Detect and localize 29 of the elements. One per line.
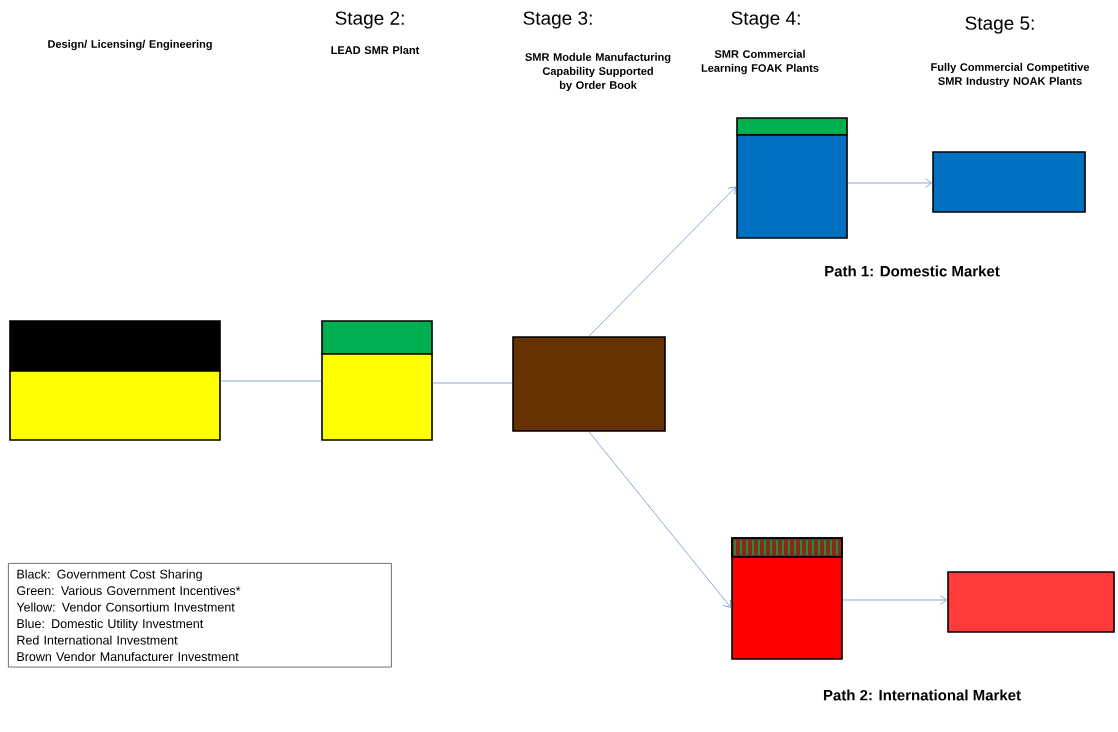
striped-funding-block xyxy=(731,537,843,558)
connector-line xyxy=(432,382,513,384)
stage-heading: Stage 5: xyxy=(965,16,1034,34)
stage-description: SMR Commercial Learning FOAK Plants xyxy=(701,49,819,75)
stage-heading: Stage 4: xyxy=(731,11,800,29)
stage-description: Design/ Licensing/ Engineering xyxy=(48,39,212,51)
funding-block xyxy=(9,320,221,372)
stage-description: SMR Module Manufacturing Capability Supported by Order Book xyxy=(525,52,671,92)
stage-heading: Stage 2: xyxy=(335,11,404,29)
arrow xyxy=(588,431,732,608)
connector-line xyxy=(220,380,322,382)
funding-block xyxy=(947,571,1115,633)
funding-block xyxy=(321,320,433,355)
path-label: Path 2: International Market xyxy=(823,689,1021,701)
legend-box: Black: Government Cost Sharing Green: Various Government Incentives* Yellow: Vendor Consortium Investment Blue: Domestic Utility Investment Red International Investment Brown Vendor Manufacturer Investment xyxy=(8,563,392,668)
path-label: Path 1: Domestic Market xyxy=(825,265,1000,277)
stage-heading: Stage 3: xyxy=(523,11,592,29)
funding-block xyxy=(932,151,1086,213)
funding-block xyxy=(731,556,843,660)
stage-description: Fully Commercial Competitive SMR Industry NOAK Plants xyxy=(931,62,1090,88)
arrow xyxy=(588,186,737,337)
funding-block xyxy=(736,117,848,136)
funding-block xyxy=(512,336,666,432)
funding-block xyxy=(736,134,848,239)
arrow xyxy=(847,178,932,188)
funding-block xyxy=(321,353,433,441)
stage-description: LEAD SMR Plant xyxy=(331,45,420,55)
arrow xyxy=(842,595,947,605)
funding-block xyxy=(9,370,221,441)
